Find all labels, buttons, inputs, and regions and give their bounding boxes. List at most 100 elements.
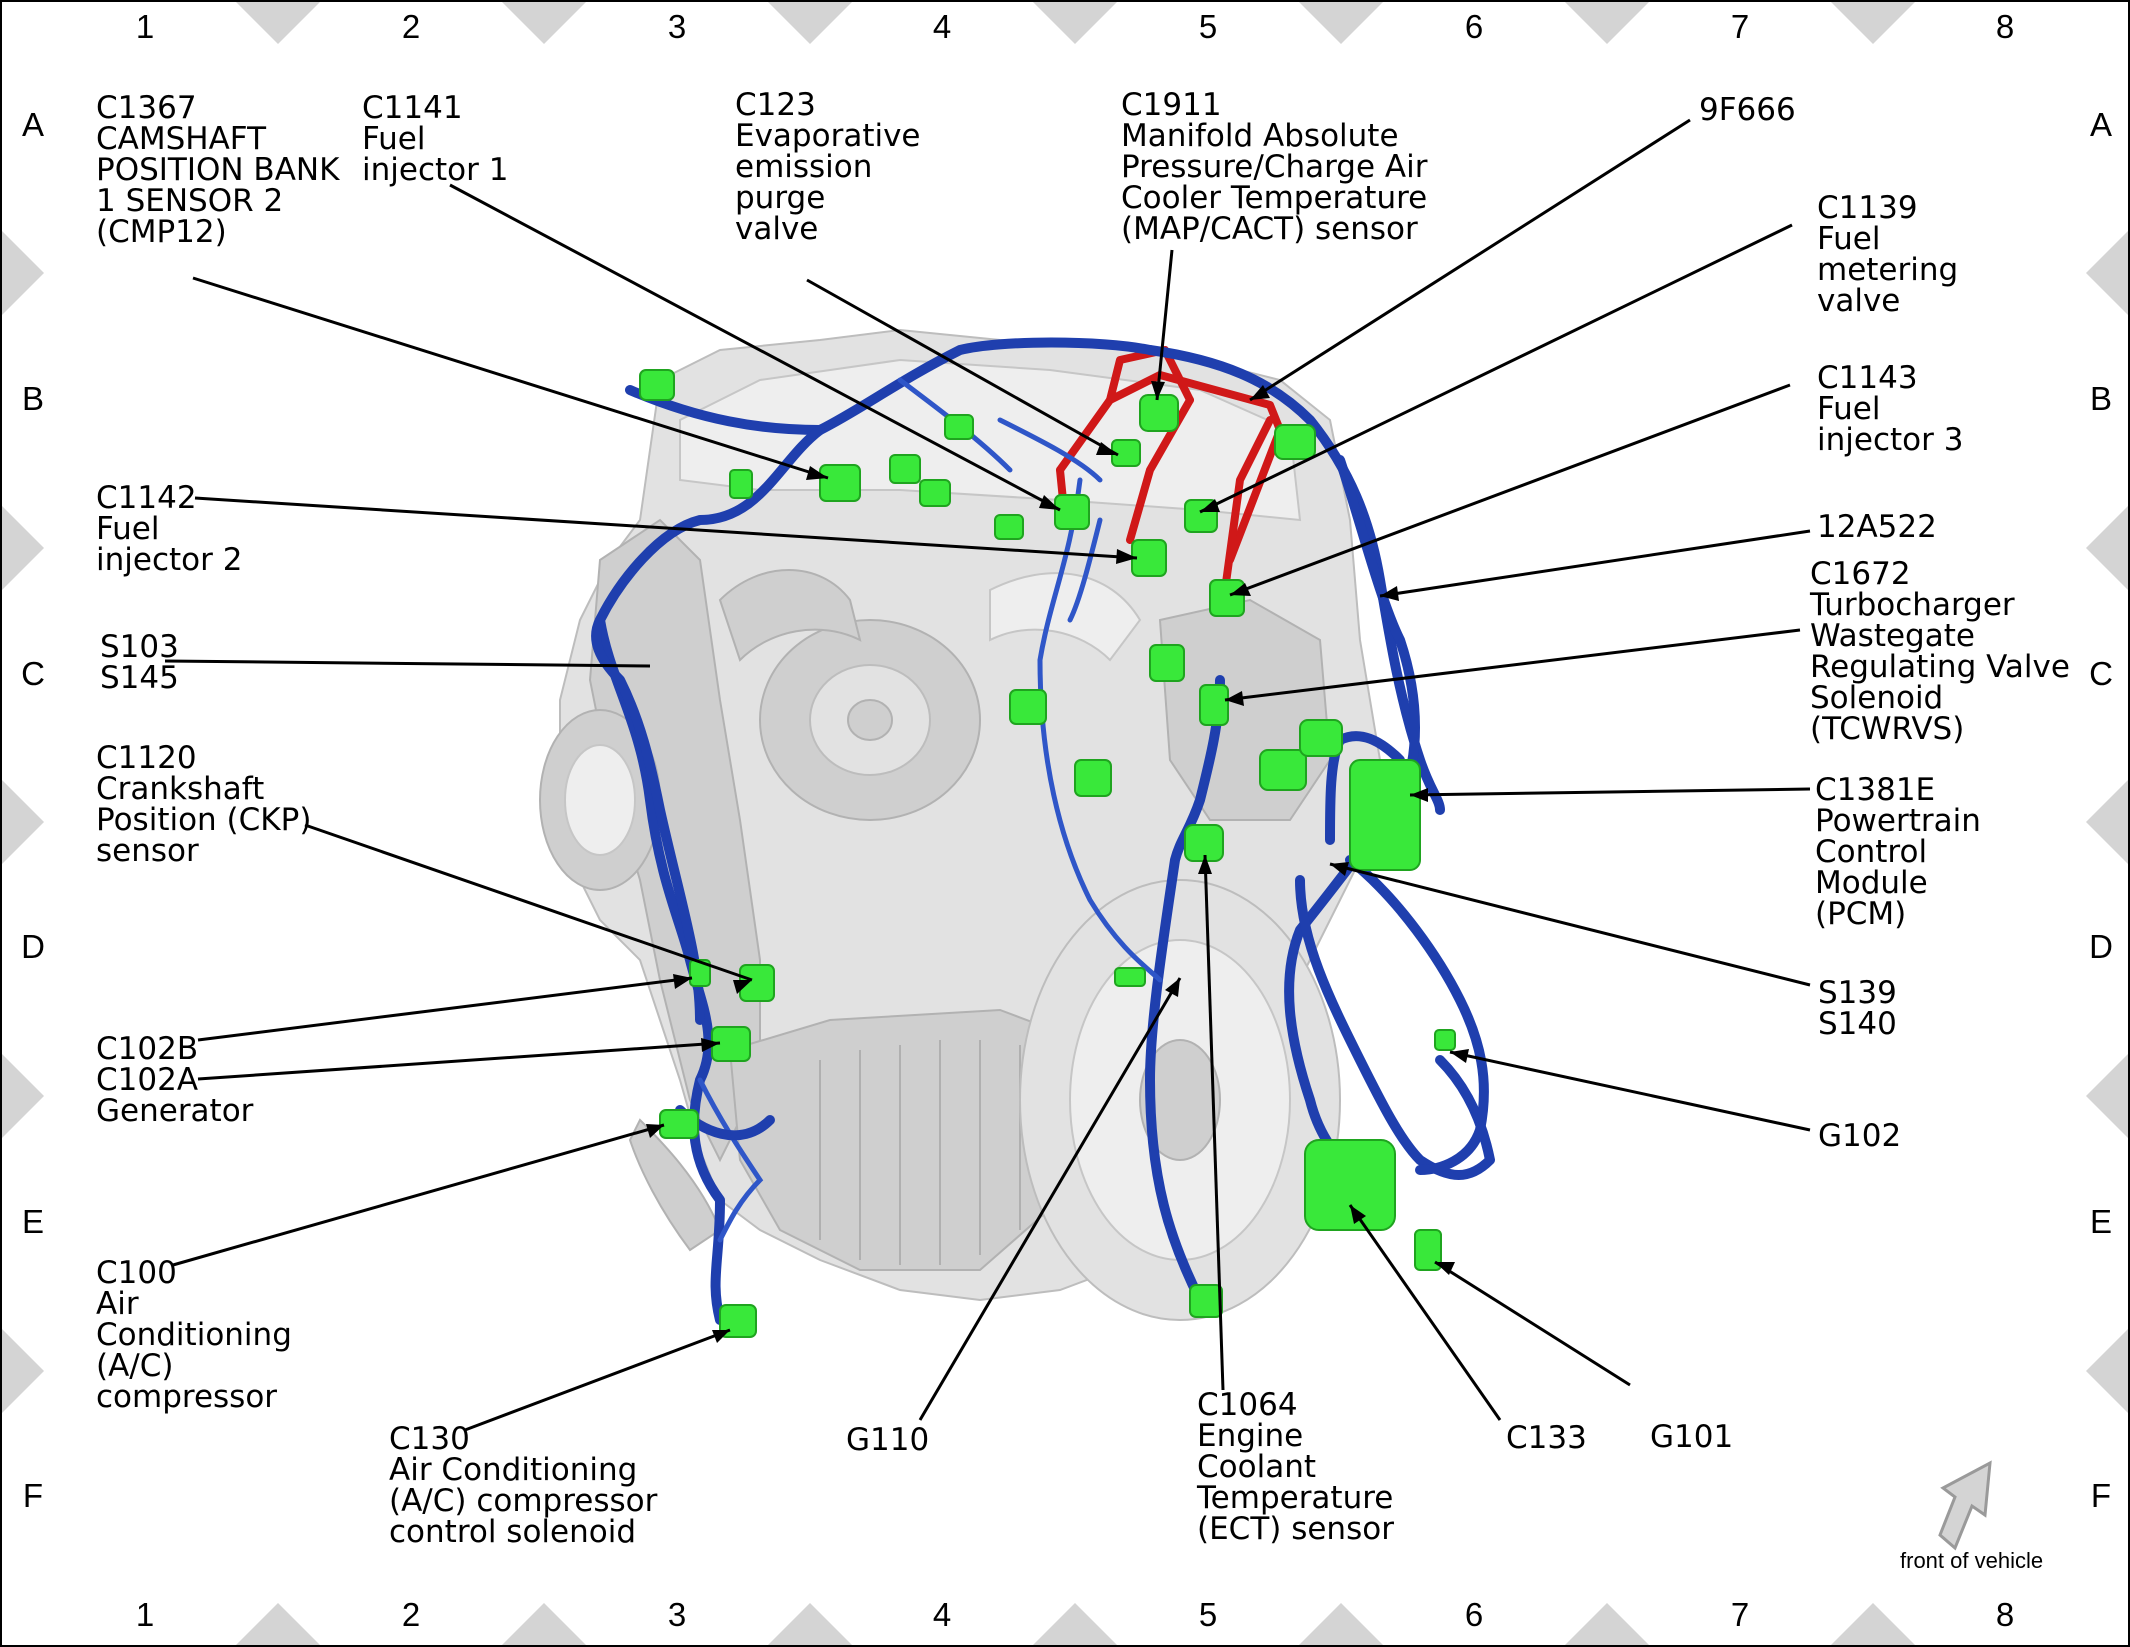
zone-marker-triangle	[2086, 506, 2128, 590]
main-harness-path	[595, 425, 825, 1325]
label-12a522: 12A522	[1817, 509, 1937, 545]
arrowhead	[1380, 586, 1399, 601]
label-g110: G110	[846, 1422, 929, 1458]
top-thin-wire	[997, 417, 1103, 483]
grid-col-label: 8	[1996, 8, 2014, 45]
label-line: Wastegate	[1810, 618, 1975, 654]
arrowhead	[1450, 1049, 1469, 1063]
front-arrow-icon	[1938, 1460, 1992, 1551]
top-harness-branch	[1145, 345, 1445, 815]
arrowhead	[1039, 495, 1060, 510]
zone-marker-triangle	[236, 2, 320, 44]
label-line: C102A	[96, 1062, 198, 1098]
connector-c100	[659, 1109, 699, 1139]
connector-g101	[1414, 1229, 1442, 1271]
label-c102: C102B C102A Generator	[96, 1031, 254, 1129]
grid-row-label: A	[2090, 106, 2112, 143]
grid-row-label: B	[22, 380, 44, 417]
grid-column-labels-bottom: 1 2 3 4 5 6 7 8	[136, 1596, 2014, 1633]
leader-9f666	[1249, 118, 1691, 402]
lower-left-wire	[697, 1077, 764, 1243]
front-of-vehicle-indicator: front of vehicle	[1900, 1460, 2043, 1573]
label-line: valve	[1817, 283, 1900, 319]
label-c1381e: C1381E Powertrain Control Module (PCM)	[1815, 772, 1991, 932]
arrowhead	[1330, 862, 1349, 876]
zone-marker-triangle	[2, 231, 44, 315]
label-g101: G101	[1650, 1419, 1733, 1455]
arrowhead	[1435, 1262, 1455, 1275]
connector-c1141	[1054, 494, 1090, 530]
arrowhead	[1096, 442, 1118, 455]
grid-row-label: C	[2089, 655, 2113, 692]
connector-c1143	[1209, 579, 1245, 617]
leader-s139	[1329, 862, 1811, 987]
grid-col-label: 1	[136, 8, 154, 45]
grid-col-label: 2	[402, 8, 420, 45]
red-harness-path	[1056, 371, 1284, 564]
leader-c1141	[449, 183, 1061, 512]
leader-c1381e	[1409, 787, 1811, 797]
leader-c1367	[192, 276, 829, 480]
label-line: (TCWRVS)	[1810, 711, 1964, 747]
leader-c1139	[1199, 223, 1793, 514]
connectors	[639, 369, 1456, 1338]
arrowhead	[1250, 385, 1270, 400]
arrowhead	[1151, 381, 1165, 400]
connector-c1367	[639, 369, 675, 401]
arrowhead	[1198, 855, 1212, 874]
label-line: (A/C) compressor	[389, 1483, 658, 1519]
label-line: compressor	[96, 1379, 277, 1415]
label-line: C1139	[1817, 190, 1918, 226]
grid-row-label: D	[2089, 928, 2113, 965]
grid-row-labels-left: A B C D E F	[21, 106, 45, 1514]
grid-row-label: F	[23, 1477, 43, 1514]
intake-pipe	[718, 569, 862, 662]
label-line: Fuel	[1817, 391, 1880, 427]
label-s103: S103 S145	[100, 629, 189, 696]
label-line: valve	[735, 211, 818, 247]
label-line: Air	[96, 1286, 139, 1322]
grid-row-label: B	[2090, 380, 2112, 417]
label-line: POSITION BANK	[96, 152, 340, 188]
arrowhead	[1350, 1205, 1366, 1224]
connector	[944, 414, 974, 440]
leader-g110	[918, 977, 1182, 1421]
label-line: S103	[100, 629, 179, 665]
grid-row-label: C	[21, 655, 45, 692]
grid-col-label: 3	[668, 1596, 686, 1633]
left-harness-branch	[591, 615, 705, 1025]
leader-g101	[1434, 1260, 1631, 1387]
label-line: Generator	[96, 1093, 254, 1129]
grid-row-label: F	[2091, 1477, 2111, 1514]
connector-c133	[1304, 1139, 1396, 1231]
connector	[994, 514, 1024, 540]
connector	[729, 469, 753, 499]
center-harness	[1145, 675, 1225, 1305]
zone-marker-triangle	[1831, 1603, 1915, 1645]
connector-c1064-lower	[1189, 1284, 1223, 1318]
label-line: Fuel	[96, 511, 159, 547]
grid-col-label: 1	[136, 1596, 154, 1633]
engine-illustration	[539, 328, 1382, 1321]
label-line: (ECT) sensor	[1197, 1511, 1394, 1547]
label-line: C1120	[96, 740, 197, 776]
oil-pan	[728, 1008, 1082, 1271]
label-c100: C100 Air Conditioning (A/C) compressor	[96, 1255, 302, 1415]
label-line: (PCM)	[1815, 896, 1906, 932]
connector	[1074, 759, 1112, 797]
red-harness-path	[1221, 416, 1274, 594]
label-line: S139	[1818, 975, 1897, 1011]
connector-c102b	[689, 959, 711, 987]
label-c1142: C1142 Fuel injector 2	[96, 480, 242, 578]
arrowhead	[1116, 549, 1137, 564]
callout-labels: C1367 CAMSHAFT POSITION BANK 1 SENSOR 2 …	[96, 87, 2070, 1550]
arrowhead	[1165, 978, 1180, 997]
grid-row-label: D	[21, 928, 45, 965]
leader-c133	[1348, 1204, 1502, 1421]
label-line: S145	[100, 660, 179, 696]
label-line: C1911	[1121, 87, 1222, 123]
arrowhead	[712, 1330, 730, 1343]
leader-c1064	[1203, 854, 1225, 1391]
zone-marker-triangle	[2086, 780, 2128, 864]
leader-c130	[464, 1328, 731, 1432]
